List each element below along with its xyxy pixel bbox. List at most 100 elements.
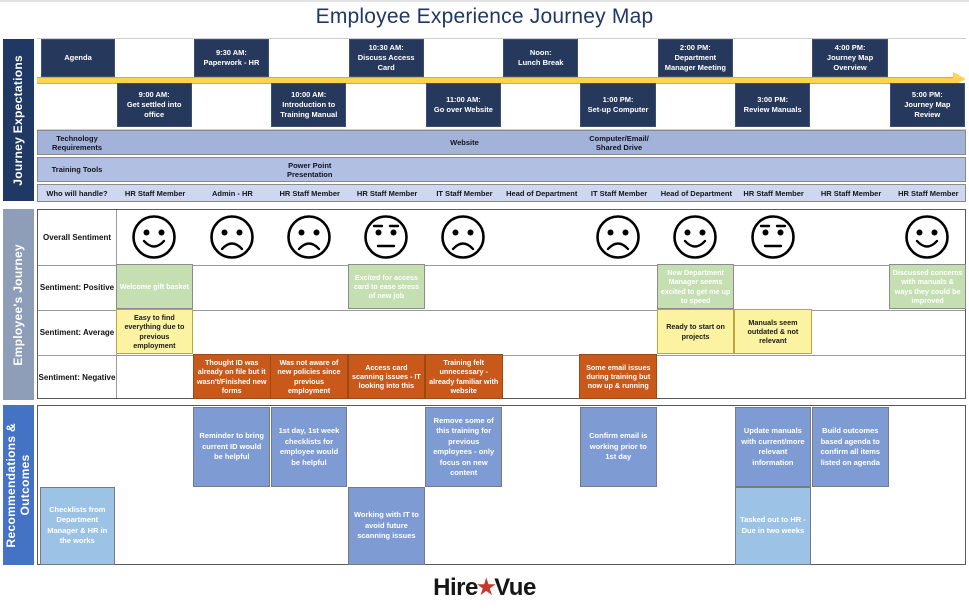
recommendation-box: Remove some of this training for previou…: [425, 407, 503, 487]
agenda-item: 3:00 PM:Review Manuals: [735, 83, 811, 127]
outcome-box: Checklists from Department Manager & HR …: [39, 487, 115, 565]
agenda-header: Agenda: [41, 39, 115, 77]
agenda-item-time: 1:00 PM:: [602, 94, 634, 104]
sentiment-box-positive: Welcome gift basket: [115, 264, 194, 309]
training-tools-row: Training Tools Power Point Presentation: [37, 157, 966, 182]
who-will-handle-label: Who will handle?: [46, 188, 108, 198]
happy-face-icon: [672, 214, 718, 265]
sentiment-box-positive: Discussed concerns with manuals & ways t…: [888, 264, 967, 309]
sentiment-box-negative: Thought ID was already on file but it wa…: [192, 354, 271, 399]
handler-cell: HR Staff Member: [124, 188, 186, 198]
page-title: Employee Experience Journey Map: [315, 5, 654, 28]
agenda-item: 4:00 PM:Journey Map Overview: [812, 39, 888, 77]
agenda-header-label: Agenda: [64, 52, 92, 62]
handler-cell: HR Staff Member: [898, 188, 959, 198]
handler-cell: IT Staff Member: [436, 188, 493, 198]
happy-face-icon: [904, 214, 950, 265]
sentiment-box-average: Manuals seem outdated & not relevant: [734, 309, 812, 354]
handler-cell: Admin - HR: [212, 188, 253, 198]
sad-face-icon: [209, 214, 255, 265]
handler-cell: IT Staff Member: [590, 188, 648, 198]
sentiment-box-positive: Excited for access card to ease stress o…: [347, 264, 426, 309]
recommendation-box: Reminder to bring current ID would be he…: [193, 407, 271, 487]
recommendation-box: 1st day, 1st week checklists for employe…: [270, 407, 348, 487]
agenda-item-desc: Get settled into office: [126, 99, 182, 120]
agenda-item-desc: Lunch Break: [518, 58, 564, 67]
agenda-item-time: 5:00 PM:: [911, 89, 943, 99]
agenda-item: 11:00 AM:Go over Website: [425, 83, 502, 127]
outcome-box: Tasked out to HR - Due in two weeks: [734, 487, 812, 565]
agenda-item-time: 10:30 AM:: [368, 42, 404, 52]
agenda-item: 1:00 PM:Set-up Computer: [580, 83, 656, 127]
agenda-item-desc: Discuss Access Card: [357, 52, 415, 73]
journey-row-label: Sentiment: Average: [39, 327, 115, 337]
agenda-item: Noon:Lunch Break: [503, 39, 579, 77]
recommendation-box: Build outcomes based agenda to confirm a…: [811, 407, 889, 487]
technology-requirement-item: Computer/Email/ Shared Drive: [589, 133, 649, 152]
handler-cell: HR Staff Member: [279, 188, 340, 198]
agenda-item: 9:00 AM:Get settled into office: [116, 83, 192, 127]
sentiment-box-average: Easy to find everything due to previous …: [115, 309, 194, 354]
agenda-item-desc: Paperwork - HR: [203, 58, 260, 67]
handler-cell: HR Staff Member: [356, 188, 418, 198]
agenda-item: 10:00 AM:Introduction to Training Manual: [271, 83, 347, 127]
row-divider: [38, 310, 965, 311]
sentiment-box-average: Ready to start on projects: [656, 309, 735, 354]
section-label-text: Recommendations & Outcomes: [3, 422, 32, 548]
technology-requirement-item: Website: [450, 138, 479, 147]
agenda-item-desc: Introduction to Training Manual: [280, 99, 338, 120]
sad-face-icon: [440, 214, 486, 265]
section-label-text: Journey Expectations: [10, 54, 25, 186]
timeline-arrow-icon: [953, 72, 966, 86]
agenda-item-desc: Set-up Computer: [587, 105, 649, 114]
agenda-item-desc: Department Manager Meeting: [664, 52, 726, 73]
handler-cell: HR Staff Member: [820, 188, 882, 198]
sentiment-box-negative: Was not aware of new policies since prev…: [270, 354, 348, 399]
agenda-item-time: 3:00 PM:: [757, 94, 789, 104]
neutral-face-icon: [750, 214, 796, 265]
who-will-handle-row: Who will handle? HR Staff Member Admin - …: [37, 184, 966, 202]
section-label-recommendations-outcomes: Recommendations & Outcomes: [3, 405, 34, 565]
agenda-item: 10:30 AM:Discuss Access Card: [348, 39, 424, 77]
agenda-item-time: 11:00 AM:: [446, 94, 481, 104]
recommendation-box: Update manuals with current/more relevan…: [734, 407, 812, 487]
agenda-item-desc: Journey Map Overview: [826, 52, 874, 73]
logo-text-hire: Hire: [433, 574, 478, 601]
training-tool-item: Power Point Presentation: [287, 160, 333, 179]
agenda-item: 9:30 AM:Paperwork - HR: [193, 39, 270, 77]
happy-face-icon: [131, 214, 177, 265]
sentiment-box-negative: Some email issues during training but no…: [579, 354, 658, 399]
agenda-item-desc: Journey Map Review: [904, 99, 951, 120]
sentiment-box-negative: Training felt unnecessary - already fami…: [424, 354, 503, 399]
agenda-band: [37, 38, 966, 130]
agenda-item-time: 2:00 PM:: [679, 42, 711, 52]
neutral-face-icon: [363, 214, 409, 265]
training-tools-label: Training Tools: [51, 165, 103, 174]
handler-cell: Head of Department: [660, 188, 732, 198]
sad-face-icon: [286, 214, 332, 265]
recommendations-section: [37, 405, 966, 565]
sentiment-box-negative: Access card scanning issues - IT looking…: [347, 354, 426, 399]
agenda-item-time: 9:30 AM:: [215, 47, 247, 57]
journey-row-label: Sentiment: Negative: [38, 372, 116, 382]
agenda-item: 5:00 PM:Journey Map Review: [889, 83, 965, 127]
sad-face-icon: [595, 214, 641, 265]
star-icon: ★: [476, 576, 496, 599]
section-label-text: Employee's Journey: [10, 243, 25, 366]
agenda-item-time: Noon:: [529, 47, 552, 57]
hirevue-logo: Hire★Vue: [0, 574, 969, 602]
agenda-item: 2:00 PM:Department Manager Meeting: [657, 39, 733, 77]
section-label-journey-expectations: Journey Expectations: [3, 39, 34, 201]
agenda-item-desc: Go over Website: [433, 105, 493, 114]
agenda-item-time: 10:00 AM:: [291, 89, 327, 99]
agenda-item-time: 9:00 AM:: [138, 89, 170, 99]
row-divider: [38, 265, 965, 266]
section-label-employees-journey: Employee's Journey: [3, 209, 34, 400]
recommendation-box: Confirm email is working prior to 1st da…: [579, 407, 657, 487]
agenda-item-desc: Review Manuals: [743, 105, 802, 114]
handler-cell: Head of Department: [506, 188, 578, 198]
agenda-item-time: 4:00 PM:: [834, 42, 866, 52]
outcome-box: Working with IT to avoid future scanning…: [348, 487, 425, 565]
